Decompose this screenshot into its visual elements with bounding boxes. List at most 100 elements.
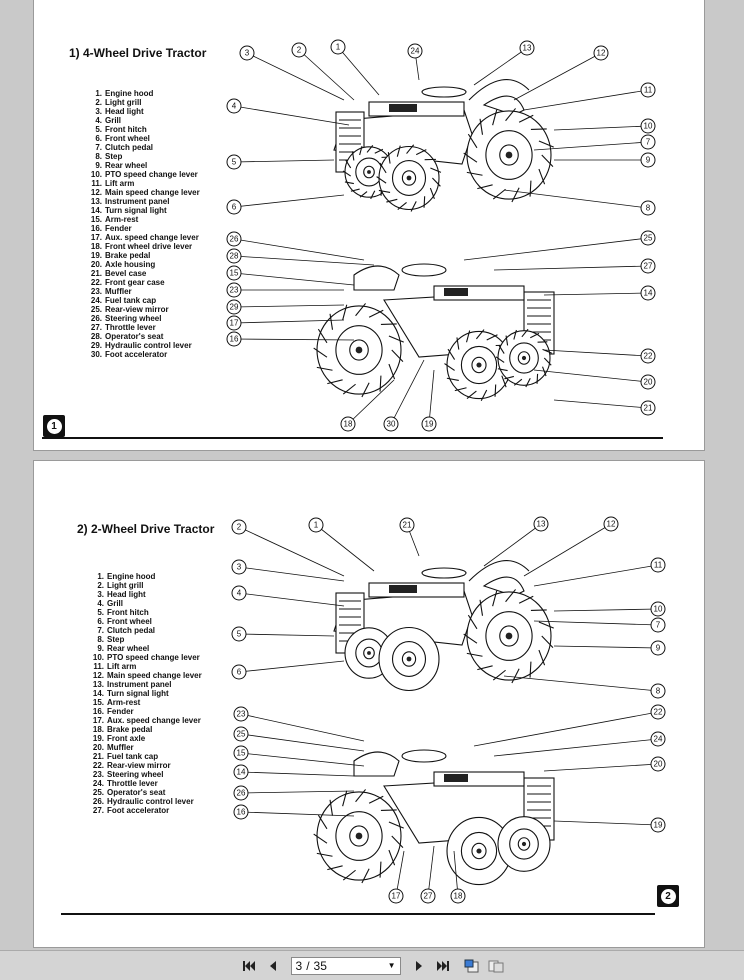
- legend-item: 19.Brake pedal: [84, 251, 200, 260]
- svg-text:20: 20: [654, 760, 663, 769]
- leader-line: [238, 566, 345, 582]
- page-title: 1) 4-Wheel Drive Tractor: [69, 46, 207, 60]
- legend-item: 7.Clutch pedal: [86, 626, 202, 635]
- leader-line: [238, 633, 335, 637]
- legend-label: Steering wheel: [107, 770, 164, 779]
- svg-text:25: 25: [237, 730, 246, 739]
- legend-item: 1.Engine hood: [84, 89, 200, 98]
- legend-label: Clutch pedal: [107, 626, 156, 635]
- callout-26: 26: [233, 785, 249, 801]
- legend-label: Instrument panel: [105, 197, 170, 206]
- legend-number: 16.: [92, 707, 104, 716]
- callout-20: 20: [650, 756, 666, 772]
- legend-number: 24.: [90, 296, 102, 305]
- legend-item: 15.Arm-rest: [84, 215, 200, 224]
- last-page-icon[interactable]: [434, 957, 452, 975]
- legend-label: Lift arm: [107, 662, 137, 671]
- callout-27: 27: [640, 258, 656, 274]
- legend-label: Engine hood: [105, 89, 154, 98]
- callout-22: 22: [650, 704, 666, 720]
- legend-item: 10.PTO speed change lever: [84, 170, 200, 179]
- next-page-icon[interactable]: [410, 957, 428, 975]
- callout-16: 16: [226, 331, 242, 347]
- callout-4: 4: [231, 585, 247, 601]
- legend-item: 27.Throttle lever: [84, 323, 200, 332]
- legend-item: 22.Front gear case: [84, 278, 200, 287]
- callout-21: 21: [399, 517, 415, 533]
- legend-number: 27.: [90, 323, 102, 332]
- legend-number: 19.: [90, 251, 102, 260]
- svg-text:17: 17: [392, 892, 401, 901]
- callout-27: 27: [420, 888, 436, 904]
- legend-number: 15.: [92, 698, 104, 707]
- tractor-front-view: [333, 560, 554, 692]
- legend-item: 28.Operator's seat: [84, 332, 200, 341]
- callout-17: 17: [388, 888, 404, 904]
- legend-number: 7.: [95, 143, 102, 152]
- legend-number: 4.: [95, 116, 102, 125]
- legend-item: 25.Rear-view mirror: [84, 305, 200, 314]
- legend-label: Lift arm: [105, 179, 135, 188]
- svg-text:11: 11: [644, 86, 653, 95]
- legend-item: 3.Head light: [86, 590, 202, 599]
- callout-13: 13: [519, 40, 535, 56]
- legend-item: 26.Steering wheel: [84, 314, 200, 323]
- legend-number: 20.: [90, 260, 102, 269]
- svg-text:8: 8: [646, 204, 651, 213]
- fit-page-icon[interactable]: [463, 957, 481, 975]
- legend-number: 8.: [95, 152, 102, 161]
- svg-text:19: 19: [425, 420, 434, 429]
- leader-line: [473, 47, 528, 86]
- leader-line: [233, 338, 355, 341]
- callout-8: 8: [650, 683, 666, 699]
- svg-text:29: 29: [230, 303, 239, 312]
- rear-wheel: [313, 789, 404, 884]
- legend-item: 24.Fuel tank cap: [84, 296, 200, 305]
- legend-item: 30.Foot accelerator: [84, 350, 200, 359]
- legend-item: 14.Turn signal light: [84, 206, 200, 215]
- legend-number: 2.: [95, 98, 102, 107]
- svg-text:23: 23: [230, 286, 239, 295]
- svg-text:9: 9: [646, 156, 651, 165]
- svg-text:15: 15: [237, 749, 246, 758]
- legend-label: Front hitch: [107, 608, 149, 617]
- callout-1: 1: [308, 517, 324, 533]
- legend-item: 17.Aux. speed change lever: [86, 716, 202, 725]
- legend-number: 23.: [90, 287, 102, 296]
- leader-line: [233, 194, 345, 208]
- legend-item: 12.Main speed change lever: [86, 671, 202, 680]
- leader-line: [240, 733, 365, 752]
- legend-number: 23.: [92, 770, 104, 779]
- svg-text:3: 3: [245, 49, 250, 58]
- front-wheel: [497, 816, 551, 872]
- legend-item: 20.Axle housing: [84, 260, 200, 269]
- legend-number: 11.: [91, 179, 102, 188]
- legend-item: 11.Lift arm: [84, 179, 200, 188]
- callout-5: 5: [226, 154, 242, 170]
- legend-item: 8.Step: [84, 152, 200, 161]
- leader-line: [240, 771, 355, 777]
- two-page-view-icon[interactable]: [487, 957, 505, 975]
- legend-number: 17.: [90, 233, 102, 242]
- callout-11: 11: [640, 82, 656, 98]
- svg-text:5: 5: [232, 158, 237, 167]
- legend-label: Aux. speed change lever: [107, 716, 201, 725]
- legend-label: Rear-view mirror: [105, 305, 169, 314]
- prev-page-icon[interactable]: [264, 957, 282, 975]
- viewer-toolbar: 3 / 35 ▼: [0, 950, 744, 980]
- page-select[interactable]: 3 / 35 ▼: [290, 956, 401, 975]
- legend-item: 4.Grill: [86, 599, 202, 608]
- svg-text:1: 1: [336, 43, 341, 52]
- svg-text:3: 3: [237, 563, 242, 572]
- legend-number: 1.: [97, 572, 104, 581]
- svg-text:13: 13: [537, 520, 546, 529]
- legend-item: 4.Grill: [84, 116, 200, 125]
- svg-text:25: 25: [644, 234, 653, 243]
- first-page-icon[interactable]: [240, 957, 258, 975]
- callout-6: 6: [226, 199, 242, 215]
- callout-26: 26: [226, 231, 242, 247]
- leader-line: [553, 125, 649, 131]
- legend-number: 19.: [92, 734, 104, 743]
- callout-14: 14: [640, 285, 656, 301]
- legend-label: Foot accelerator: [107, 806, 170, 815]
